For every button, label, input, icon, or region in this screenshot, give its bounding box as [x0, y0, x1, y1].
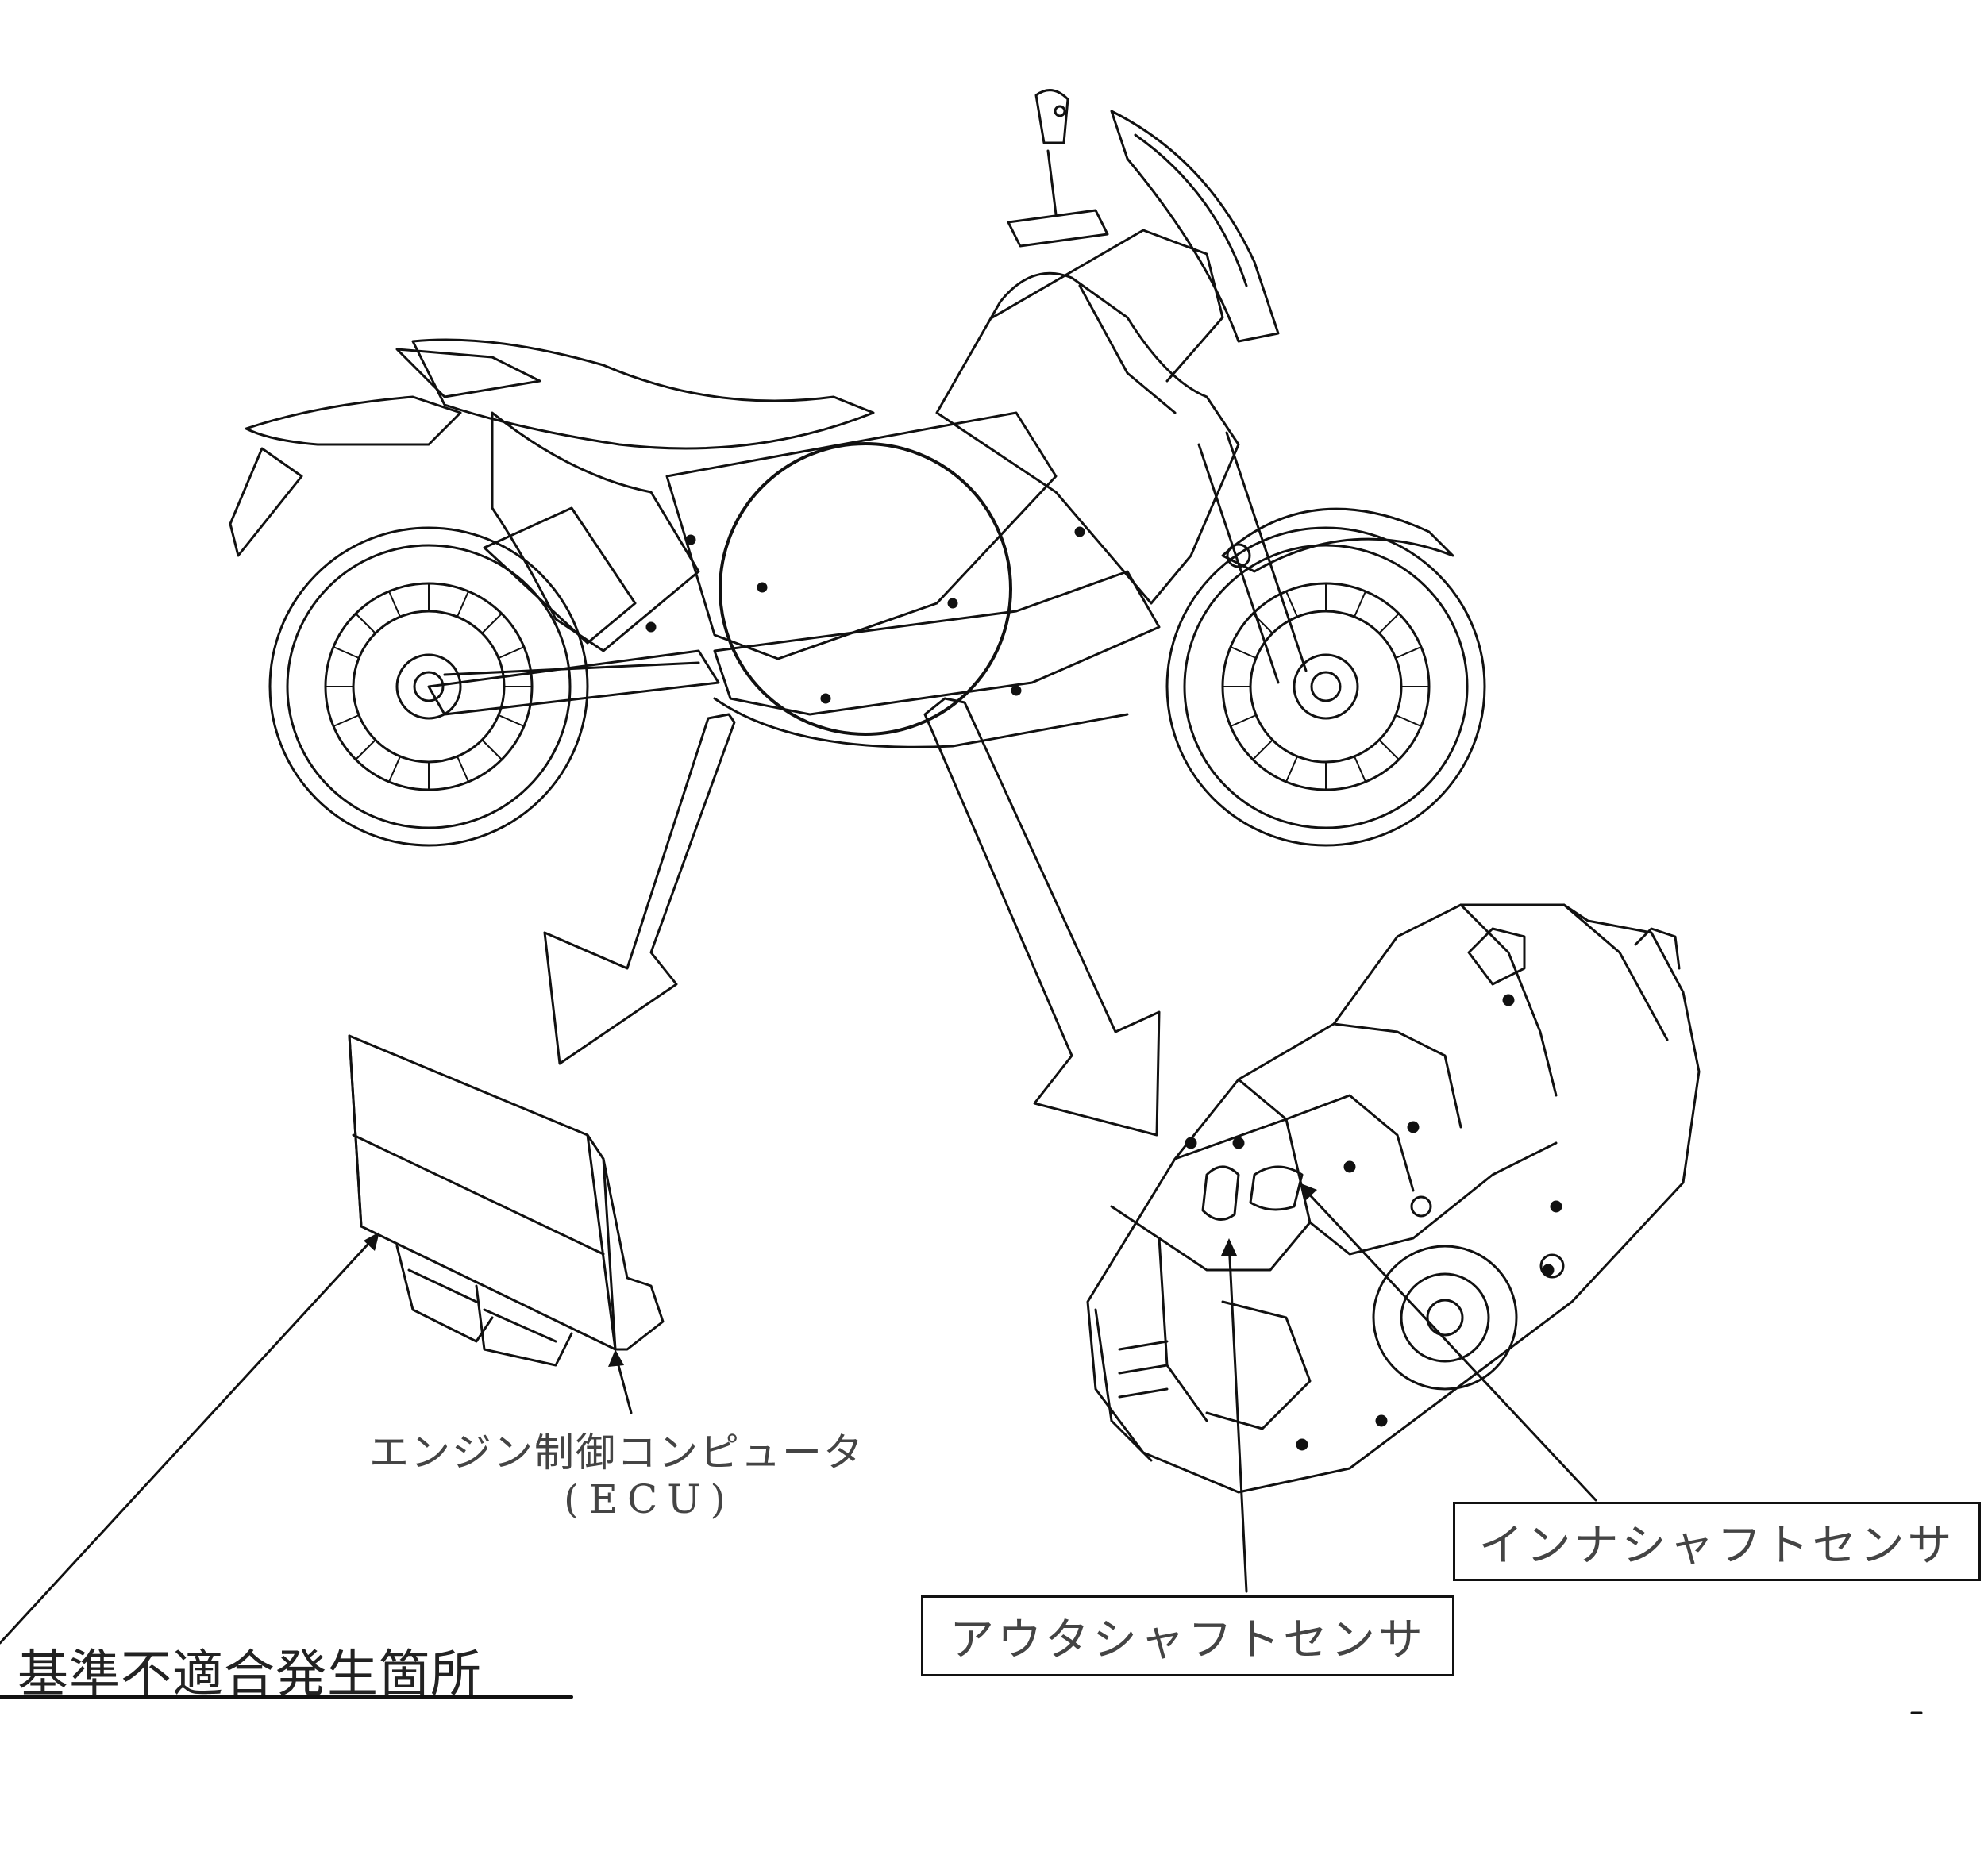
inner-shaft-sensor-label-box: インナシャフトセンサ	[1453, 1502, 1981, 1581]
ecu-illustration	[348, 1034, 665, 1367]
inner-sensor-pointer-line	[1300, 1185, 1597, 1502]
ecu-callout-arrow	[543, 713, 736, 1065]
motorcycle-illustration	[229, 89, 1486, 847]
nonconformity-pointer-line	[0, 1233, 379, 1645]
inner-shaft-sensor-label: インナシャフトセンサ	[1478, 1519, 1955, 1572]
outer-sensor-pointer-line	[1227, 1241, 1248, 1593]
outer-shaft-sensor-label-box: アウタシャフトセンサ	[921, 1595, 1454, 1676]
ecu-abbrev-label: (ECU)	[564, 1476, 735, 1522]
highlight-circle	[719, 442, 1012, 736]
nonconformity-location-label: 基準不適合発生箇所	[17, 1645, 482, 1704]
engine-callout-arrow	[923, 697, 1161, 1137]
engine-illustration	[1086, 903, 1701, 1494]
outer-shaft-sensor-label: アウタシャフトセンサ	[950, 1614, 1426, 1666]
ecu-label: エンジン制御コンピュータ	[369, 1430, 865, 1476]
